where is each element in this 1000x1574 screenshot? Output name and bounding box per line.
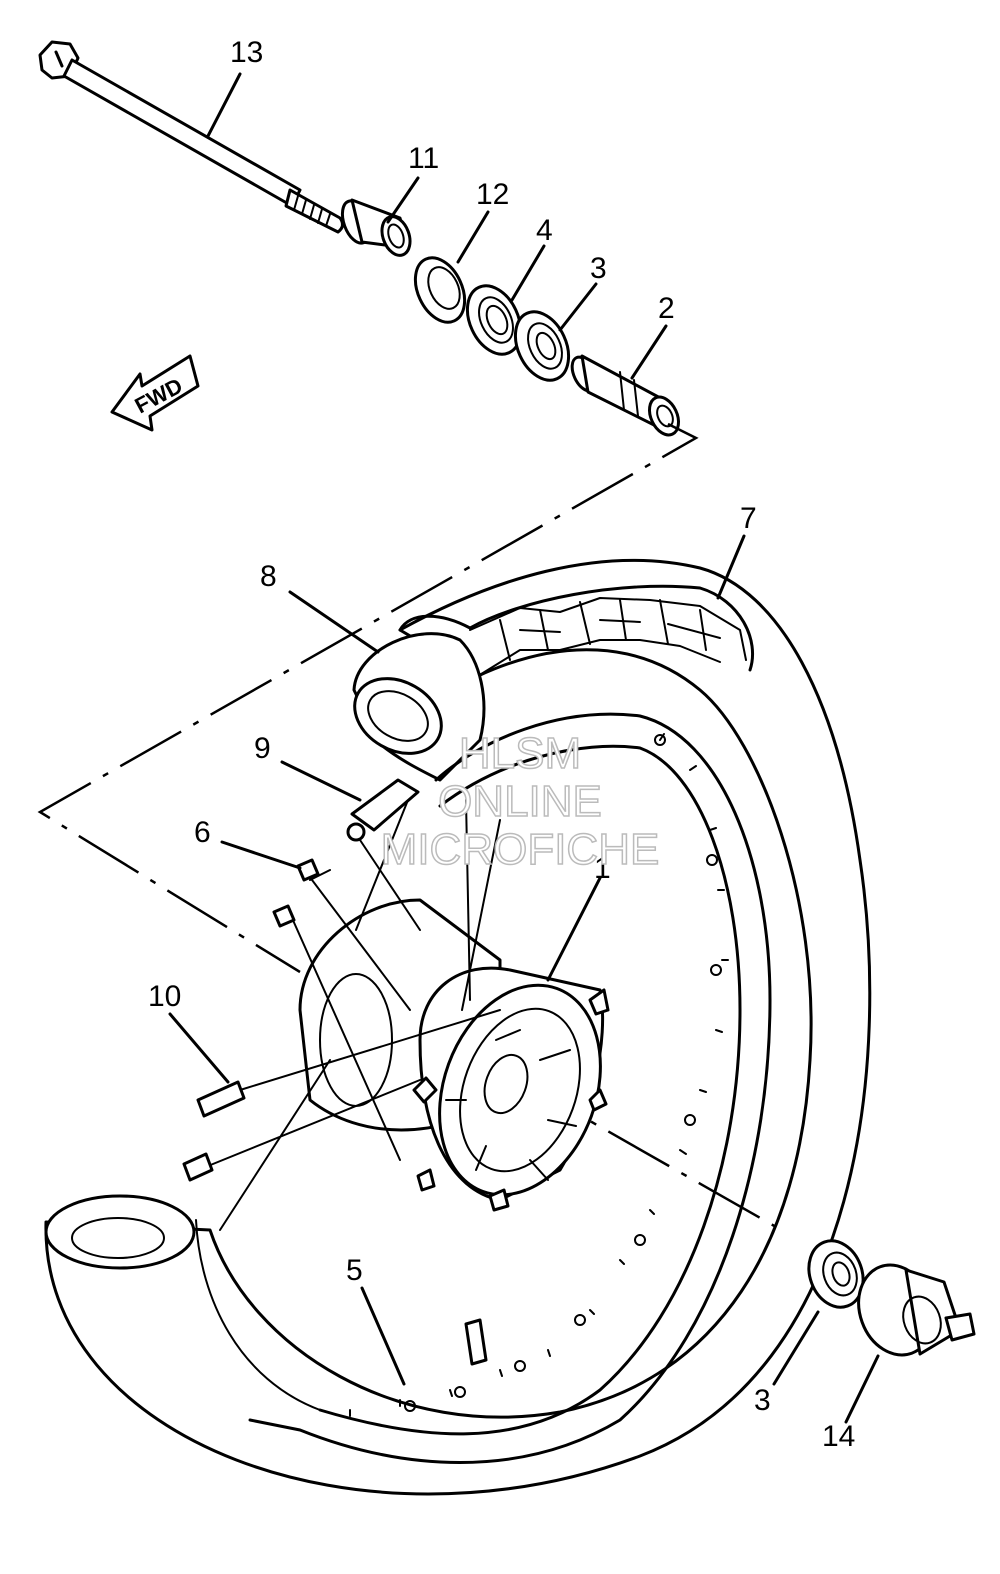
callout-3-lower: 3 xyxy=(754,1384,771,1417)
collar-part-11 xyxy=(340,198,412,257)
spokes-parts-6-10 xyxy=(182,799,501,1231)
oil-seal-part-12 xyxy=(413,256,467,324)
callout-10: 10 xyxy=(148,980,181,1013)
tube-part-8 xyxy=(352,632,486,782)
callout-12: 12 xyxy=(476,178,509,211)
tire-part-7 xyxy=(44,558,872,1496)
meter-gear-unit-part-14 xyxy=(857,1263,976,1357)
watermark-line-2: ONLINE xyxy=(437,777,602,826)
callout-leaders xyxy=(168,72,880,1424)
fwd-direction-arrow: FWD xyxy=(110,354,200,432)
bearing-part-4 xyxy=(465,284,523,356)
watermark-line-3: MICROFICHE xyxy=(380,825,660,874)
bearing-part-3-lower xyxy=(807,1239,865,1309)
callout-11: 11 xyxy=(408,142,439,175)
hub-part-1 xyxy=(298,898,610,1212)
callout-14: 14 xyxy=(822,1420,855,1453)
front-axle-part-13 xyxy=(38,40,345,234)
callout-7: 7 xyxy=(740,502,757,535)
callout-labels: 13 11 12 4 3 2 7 8 9 6 1 10 5 3 14 xyxy=(148,36,855,1453)
rim xyxy=(195,712,772,1464)
callout-8: 8 xyxy=(260,560,277,593)
callout-1: 1 xyxy=(594,852,611,885)
callout-13: 13 xyxy=(230,36,263,69)
callout-4: 4 xyxy=(536,214,553,247)
callout-6: 6 xyxy=(194,816,211,849)
callout-5: 5 xyxy=(346,1254,363,1287)
rim-band-part-9 xyxy=(346,778,420,842)
callout-3-upper: 3 xyxy=(590,252,607,285)
spacer-part-2 xyxy=(570,354,681,437)
callout-9: 9 xyxy=(254,732,271,765)
watermark-line-1: HLSM xyxy=(458,729,582,778)
bearing-part-3-upper xyxy=(513,310,571,382)
callout-2: 2 xyxy=(658,292,675,325)
